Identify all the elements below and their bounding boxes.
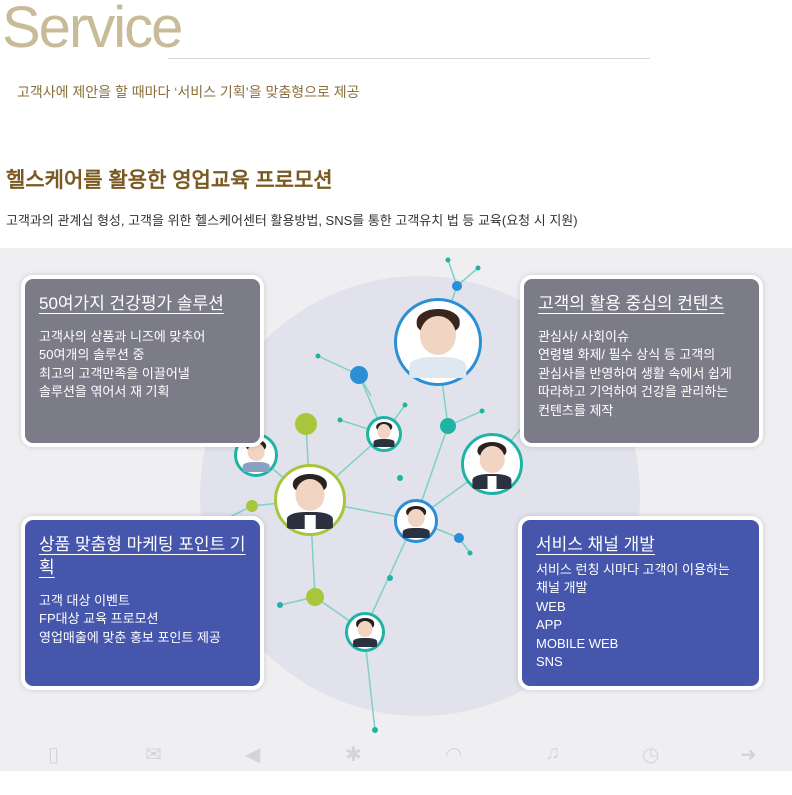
service-diagram-panel: 50여가지 건강평가 솔루션 고객사의 상품과 니즈에 맞추어 50여개의 솔루… [0,248,792,771]
wifi-icon: ◠ [445,744,463,766]
card-marketing-point: 상품 맞춤형 마케팅 포인트 기획 고객 대상 이벤트 FP대상 교육 프로모션… [21,516,264,690]
node-blue [454,533,464,543]
card-line: FP대상 교육 프로모션 [39,611,159,627]
node-small [479,408,485,414]
icon-dock: ▯ ✉ ◀ ✱ ◠ ♫ ◷ ➜ [0,736,792,771]
card-line: SNS [536,654,563,670]
arrow-right-icon: ➜ [740,744,757,766]
page-subtitle: 고객사에 제안을 할 때마다 ‘서비스 기획’을 맞춤형으로 제공 [17,84,360,100]
node-small [402,402,408,408]
section-title: 헬스케어를 활용한 영업교육 프로모션 [6,169,333,192]
node-small [467,550,473,556]
avatar-man-small [366,416,402,452]
avatar-man-right [461,433,523,495]
card-line: 솔루션을 엮어서 재 기획 [39,384,170,400]
node-green [246,500,258,512]
avatar-man-bottom [345,612,385,652]
card-line: 50여개의 솔루션 중 [39,347,145,363]
title-divider [168,58,650,59]
card-customer-contents: 고객의 활용 중심의 컨텐츠 관심사/ 사회이슈 연령별 화제/ 필수 상식 등… [520,275,763,447]
node-blue [350,366,368,384]
card-line: 컨텐츠를 제작 [538,402,614,418]
card-lines: 관심사/ 사회이슈 연령별 화제/ 필수 상식 등 고객의 관심사를 반영하여 … [538,328,745,421]
card-lines: 서비스 런칭 시마다 고객이 이용하는 채널 개발 WEB APP MOBILE… [536,561,745,672]
node-small [277,602,283,608]
avatar-woman-center [394,499,438,543]
card-line: 관심사/ 사회이슈 [538,328,629,344]
card-line: 채널 개발 [536,580,588,596]
node-small [475,265,481,271]
card-lines: 고객 대상 이벤트 FP대상 교육 프로모션 영업매출에 맞춘 홍보 포인트 제… [39,592,246,648]
phone-icon: ▯ [48,744,60,766]
node-teal [387,575,393,581]
node-teal [440,418,456,434]
node-green [306,588,324,606]
node-green [295,413,317,435]
gear-icon: ✱ [345,744,362,766]
card-line: 연령별 화제/ 필수 상식 등 고객의 [538,347,716,363]
card-line: 고객사의 상품과 니즈에 맞추어 [39,328,206,344]
card-service-channel: 서비스 채널 개발 서비스 런칭 시마다 고객이 이용하는 채널 개발 WEB … [518,516,763,690]
card-line: MOBILE WEB [536,635,619,651]
node-small [445,257,451,263]
mail-icon: ✉ [145,744,162,766]
card-title: 상품 맞춤형 마케팅 포인트 기획 [39,535,246,577]
card-title: 50여가지 건강평가 솔루션 [39,294,224,313]
card-line: WEB [536,598,566,614]
card-line: 관심사를 반영하여 생활 속에서 쉽게 [538,365,732,381]
network-nodes [203,257,536,733]
card-title: 서비스 채널 개발 [536,535,655,554]
card-line: 영업매출에 맞춘 홍보 포인트 제공 [39,629,221,645]
card-line: 최고의 고객만족을 이끌어낼 [39,365,190,381]
card-title: 고객의 활용 중심의 컨텐츠 [538,294,725,313]
avatar-man-center [274,464,346,536]
node-small [372,727,378,733]
node-small [315,353,321,359]
card-line: 따라하고 기억하여 건강을 관리하는 [538,384,729,400]
card-line: APP [536,617,563,633]
card-health-solutions: 50여가지 건강평가 솔루션 고객사의 상품과 니즈에 맞추어 50여개의 솔루… [21,275,264,447]
node-blue [452,281,462,291]
node-teal [397,475,403,481]
node-small [337,417,343,423]
avatar-woman-large [394,298,482,386]
card-line: 고객 대상 이벤트 [39,592,130,608]
page-title: Service [2,0,183,60]
card-lines: 고객사의 상품과 니즈에 맞추어 50여개의 솔루션 중 최고의 고객만족을 이… [39,328,246,402]
clock-icon: ◷ [642,744,660,766]
section-description: 고객과의 관계십 형성, 고객을 위한 헬스케어센터 활용방법, SNS를 통한… [6,213,578,228]
arrow-left-icon: ◀ [245,744,261,766]
music-icon: ♫ [545,742,560,764]
card-line: 서비스 런칭 시마다 고객이 이용하는 [536,561,730,577]
